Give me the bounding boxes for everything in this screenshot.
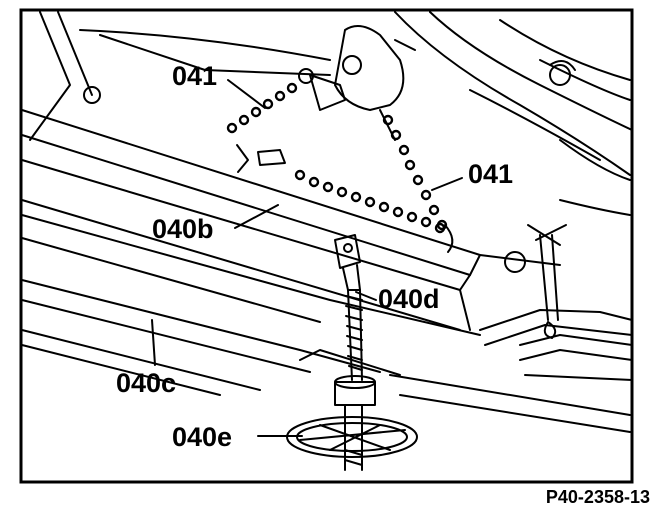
- chain-hoist: [226, 25, 454, 253]
- callout-041-right: 041: [468, 159, 513, 189]
- callout-040e: 040e: [172, 422, 232, 452]
- callout-041-left: 041: [172, 61, 217, 91]
- leader-041-left: [227, 79, 266, 109]
- spindle-hanger: [334, 234, 363, 381]
- drawing-linework: [21, 11, 633, 471]
- leader-lines: [151, 79, 463, 437]
- leader-040d: [355, 291, 377, 301]
- leader-040b: [234, 204, 279, 229]
- cross-beam: [21, 109, 561, 331]
- callout-040c: 040c: [116, 368, 176, 398]
- figure-code: P40-2358-13: [545, 487, 650, 507]
- illustration-frame: [19, 8, 634, 484]
- callout-040b: 040b: [152, 214, 214, 244]
- leader-041-right: [431, 177, 463, 191]
- guide-rail: [21, 214, 631, 433]
- callout-040d: 040d: [378, 284, 440, 314]
- side-bracket: [479, 224, 633, 381]
- leader-040c: [151, 319, 156, 366]
- body-panel: [29, 11, 633, 216]
